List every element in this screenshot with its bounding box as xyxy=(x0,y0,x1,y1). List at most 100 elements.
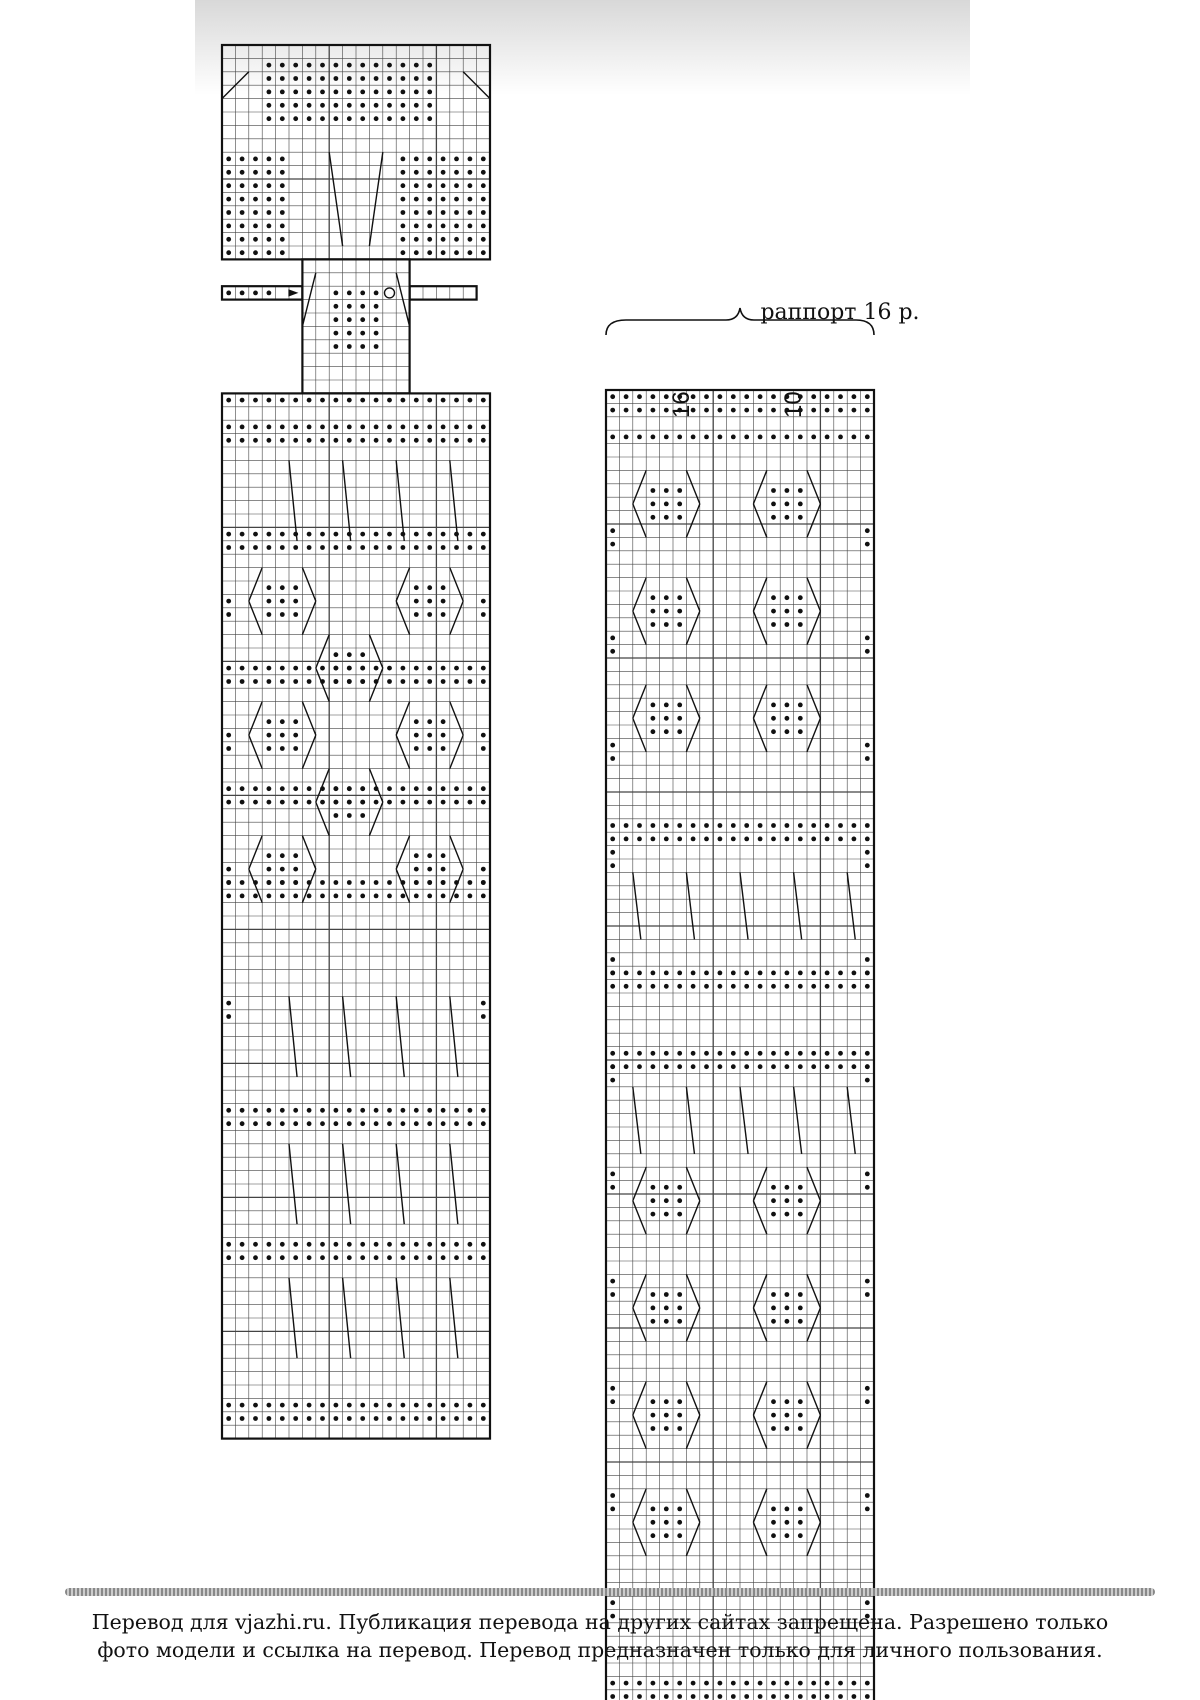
purl-dot xyxy=(239,424,245,430)
purl-dot xyxy=(454,1255,459,1261)
purl-dot xyxy=(360,531,366,537)
purl-dot xyxy=(306,665,312,671)
purl-dot xyxy=(387,102,392,108)
purl-dot xyxy=(811,970,817,976)
purl-dot xyxy=(663,1519,669,1525)
purl-dot xyxy=(663,715,669,721)
purl-dot xyxy=(320,1255,325,1261)
slant-stitch xyxy=(632,1522,647,1557)
purl-dot xyxy=(650,1694,656,1699)
purl-dot xyxy=(824,1680,830,1686)
slant-stitch xyxy=(752,1522,768,1557)
purl-dot xyxy=(373,317,379,323)
purl-dot xyxy=(811,823,817,828)
purl-dot xyxy=(266,719,272,725)
purl-dot xyxy=(784,715,790,721)
purl-dot xyxy=(851,394,857,400)
divider-line xyxy=(65,1588,1155,1596)
slant-stitch xyxy=(301,600,317,635)
purl-dot xyxy=(610,1399,616,1405)
purl-dot xyxy=(744,983,750,989)
purl-dot xyxy=(864,1600,870,1606)
purl-dot xyxy=(387,1241,392,1247)
purl-dot xyxy=(677,622,683,627)
purl-dot xyxy=(757,1064,763,1070)
purl-dot xyxy=(346,679,352,684)
purl-dot xyxy=(480,746,486,751)
purl-dot xyxy=(320,1241,325,1247)
purl-dot xyxy=(279,1107,285,1113)
purl-dot xyxy=(784,1399,790,1405)
purl-dot xyxy=(360,116,366,122)
purl-dot xyxy=(239,1121,245,1127)
purl-dot xyxy=(427,679,433,684)
purl-dot xyxy=(677,1198,683,1204)
purl-dot xyxy=(413,437,419,443)
purl-dot xyxy=(440,545,446,550)
slant-stitch xyxy=(685,610,701,645)
slant-stitch xyxy=(449,835,464,870)
purl-dot xyxy=(400,169,406,175)
purl-dot xyxy=(610,1506,616,1512)
purl-dot xyxy=(413,893,419,899)
purl-dot xyxy=(864,836,870,842)
purl-dot xyxy=(811,836,817,842)
purl-dot xyxy=(467,1107,473,1113)
purl-dot xyxy=(279,437,285,443)
purl-dot xyxy=(400,679,406,684)
purl-dot xyxy=(360,1121,366,1127)
purl-dot xyxy=(373,1402,379,1408)
purl-dot xyxy=(306,62,312,68)
purl-dot xyxy=(771,1064,776,1070)
purl-dot xyxy=(293,437,299,443)
slant-stitch xyxy=(846,872,856,940)
purl-dot xyxy=(279,1416,285,1421)
purl-dot xyxy=(293,424,299,430)
purl-dot xyxy=(467,223,473,229)
purl-dot xyxy=(623,836,629,842)
purl-dot xyxy=(440,786,446,792)
purl-dot xyxy=(838,434,843,440)
purl-dot xyxy=(851,1694,857,1699)
purl-dot xyxy=(864,957,870,962)
purl-dot xyxy=(427,612,433,617)
purl-dot xyxy=(293,853,299,859)
purl-dot xyxy=(797,983,803,989)
purl-dot xyxy=(650,702,656,708)
purl-dot xyxy=(427,1402,433,1408)
slant-stitch xyxy=(301,701,317,736)
slant-stitch xyxy=(632,718,647,753)
purl-dot xyxy=(467,196,473,202)
slant-stitch xyxy=(341,1143,352,1225)
purl-dot xyxy=(771,1506,776,1512)
purl-dot xyxy=(293,116,299,122)
purl-dot xyxy=(650,823,656,828)
purl-dot xyxy=(637,407,642,413)
purl-dot xyxy=(387,1255,392,1261)
purl-dot xyxy=(320,437,325,443)
purl-dot xyxy=(293,746,299,751)
purl-dot xyxy=(771,1680,776,1686)
purl-dot xyxy=(400,116,406,122)
purl-dot xyxy=(650,1305,656,1311)
purl-dot xyxy=(239,183,245,189)
purl-dot xyxy=(239,880,245,885)
purl-dot xyxy=(650,1533,656,1539)
purl-dot xyxy=(480,1000,486,1006)
purl-dot xyxy=(797,394,803,400)
purl-dot xyxy=(226,196,232,202)
slant-stitch xyxy=(685,577,701,612)
purl-dot xyxy=(226,437,232,443)
slant-stitch xyxy=(685,470,701,505)
purl-dot xyxy=(387,880,392,885)
purl-dot xyxy=(650,1211,656,1217)
purl-dot xyxy=(239,236,245,242)
purl-dot xyxy=(253,183,258,189)
purl-dot xyxy=(663,1399,669,1405)
purl-dot xyxy=(373,545,379,550)
purl-dot xyxy=(427,196,433,202)
purl-dot xyxy=(346,290,352,296)
purl-dot xyxy=(400,1107,406,1113)
purl-dot xyxy=(226,665,232,671)
purl-dot xyxy=(677,1305,683,1311)
